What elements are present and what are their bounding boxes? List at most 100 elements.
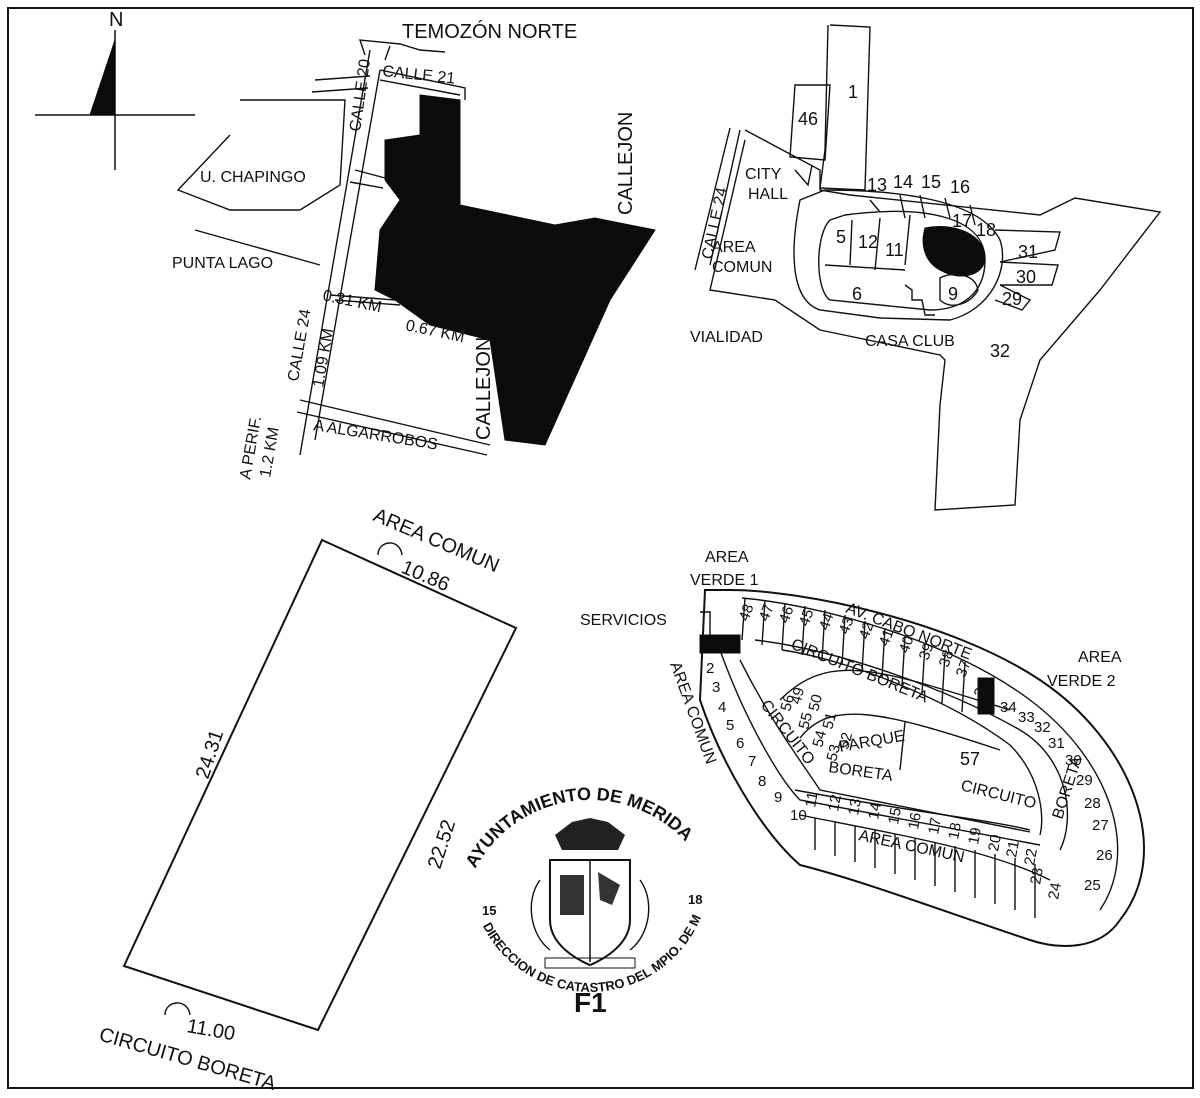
lot-plan: AREA COMUN 10.86 24.31 22.52 11.00 CIRCU… <box>97 504 518 1095</box>
label-servicios: SERVICIOS <box>580 612 667 629</box>
lot-number: 31 <box>1048 735 1065 752</box>
lot-number: 25 <box>1084 877 1101 894</box>
label-callejon-bottom: CALLEJON <box>473 337 495 440</box>
lot-number: 19 <box>965 826 985 845</box>
lot-number: 48 <box>736 602 758 623</box>
label-circuito-right: CIRCUITO <box>959 777 1038 812</box>
lot-number: 52 <box>835 731 856 752</box>
lot-number: 16 <box>950 177 970 197</box>
lot-number: 32 <box>990 341 1010 361</box>
label-area-verde-1-b: VERDE 1 <box>690 572 759 589</box>
lot-number: 47 <box>756 602 778 623</box>
lot-number: 51 <box>819 711 840 732</box>
lot-number: 45 <box>796 607 818 628</box>
lot-number: 17 <box>952 211 972 231</box>
lot-number: 5 <box>836 227 846 247</box>
lot-number: 18 <box>976 220 996 240</box>
lot-number: 22 <box>1021 847 1041 866</box>
lot-number: 40 <box>896 634 918 655</box>
lot-number: 34 <box>1000 699 1017 716</box>
subdivision-lot-labels: 4847464544434241403938373634333231302928… <box>706 602 1113 901</box>
lot-number: 12 <box>858 232 878 252</box>
lot-number: 42 <box>856 620 878 641</box>
lot-number: 14 <box>865 801 885 820</box>
label-area: AREA <box>712 239 756 256</box>
label-lot-57: 57 <box>960 749 980 769</box>
seal-right-num: 18 <box>688 892 702 907</box>
seal-left-num: 15 <box>482 903 496 918</box>
lot-number: 7 <box>748 753 756 770</box>
coat-of-arms-icon <box>530 818 650 969</box>
seal-code: F1 <box>574 987 607 1018</box>
label-hall: HALL <box>748 186 788 203</box>
lot-number: 12 <box>825 793 845 812</box>
label-calle-21: CALLE 21 <box>382 63 456 88</box>
lot-number: 27 <box>1092 817 1109 834</box>
lot-number: 29 <box>1002 289 1022 309</box>
lot-number: 13 <box>845 797 865 816</box>
label-dist-0-31: 0.31 KM <box>321 287 383 316</box>
subdivision-map: AREA VERDE 1 SERVICIOS AV. CABO NORTE AR… <box>580 549 1145 947</box>
lot-number: 30 <box>1016 267 1036 287</box>
lot-polygon <box>122 538 518 1032</box>
lot-number: 41 <box>876 627 898 648</box>
lot-number: 24 <box>1045 881 1065 900</box>
label-temozon-norte: TEMOZÓN NORTE <box>402 20 577 43</box>
lot-number: 55 <box>795 711 816 732</box>
lot-number: 46 <box>798 109 818 129</box>
label-a-algarrobos: A ALGARROBOS <box>312 417 439 453</box>
lot-number: 9 <box>774 789 782 806</box>
lot-number: 33 <box>1018 709 1035 726</box>
lot-number: 26 <box>1096 847 1113 864</box>
north-arrow-icon: N <box>35 9 195 170</box>
label-vialidad: VIALIDAD <box>690 329 763 346</box>
lot-number: 11 <box>802 790 821 808</box>
lot-number: 39 <box>916 641 938 662</box>
lot-number: 56 <box>777 693 798 714</box>
lot-number: 15 <box>885 806 905 825</box>
lot-number: 30 <box>1065 752 1082 769</box>
lot-number: 37 <box>953 658 975 679</box>
north-label: N <box>109 9 123 31</box>
lot-number: 16 <box>905 811 925 830</box>
label-casa-club: CASA CLUB <box>865 333 955 350</box>
label-area-verde-1-a: AREA <box>705 549 749 566</box>
lot-number: 21 <box>1003 839 1023 858</box>
lot-number: 32 <box>1034 719 1051 736</box>
lot-number: 49 <box>787 686 808 707</box>
lot-number: 36 <box>971 678 993 699</box>
label-area-verde-2-a: AREA <box>1078 649 1122 666</box>
lot-number: 10 <box>790 807 807 824</box>
label-punta-lago: PUNTA LAGO <box>172 255 273 272</box>
lot-number: 53 <box>823 743 844 764</box>
parcel-black-area <box>374 94 656 446</box>
sheet-border <box>7 7 1194 1089</box>
lot-number: 15 <box>921 172 941 192</box>
municipal-seal: AYUNTAMIENTO DE MERIDA DIRECCION DE CATA… <box>0 0 704 1018</box>
lot-number: 13 <box>867 175 887 195</box>
label-area-comun-plan: AREA COMUN <box>370 504 502 577</box>
lot-number: 20 <box>985 833 1005 852</box>
lot-number: 1 <box>848 82 858 102</box>
lot-number: 23 <box>1027 866 1047 885</box>
lot-number: 3 <box>712 679 720 696</box>
lot-number: 29 <box>1076 772 1093 789</box>
label-u-chapingo: U. CHAPINGO <box>200 169 306 186</box>
label-arc-11-00: 11.00 <box>185 1015 237 1045</box>
lot-number: 28 <box>1084 795 1101 812</box>
lot-number: 11 <box>885 240 904 260</box>
lot-number: 43 <box>836 615 858 636</box>
lot-number: 8 <box>758 773 766 790</box>
label-arc-10-86: 10.86 <box>398 556 453 596</box>
lot-number: 46 <box>776 604 798 625</box>
lot-number: 54 <box>809 729 830 750</box>
label-calle-20: CALLE 20 <box>347 58 374 133</box>
lot-number: 6 <box>852 284 862 304</box>
lot-number: 5 <box>726 717 734 734</box>
location-map: TEMOZÓN NORTE CALLE 20 CALLE 21 CALLEJON… <box>172 20 656 481</box>
lot-number: 4 <box>718 699 726 716</box>
lot-number: 31 <box>1018 242 1038 262</box>
lot-number: 17 <box>925 816 945 835</box>
